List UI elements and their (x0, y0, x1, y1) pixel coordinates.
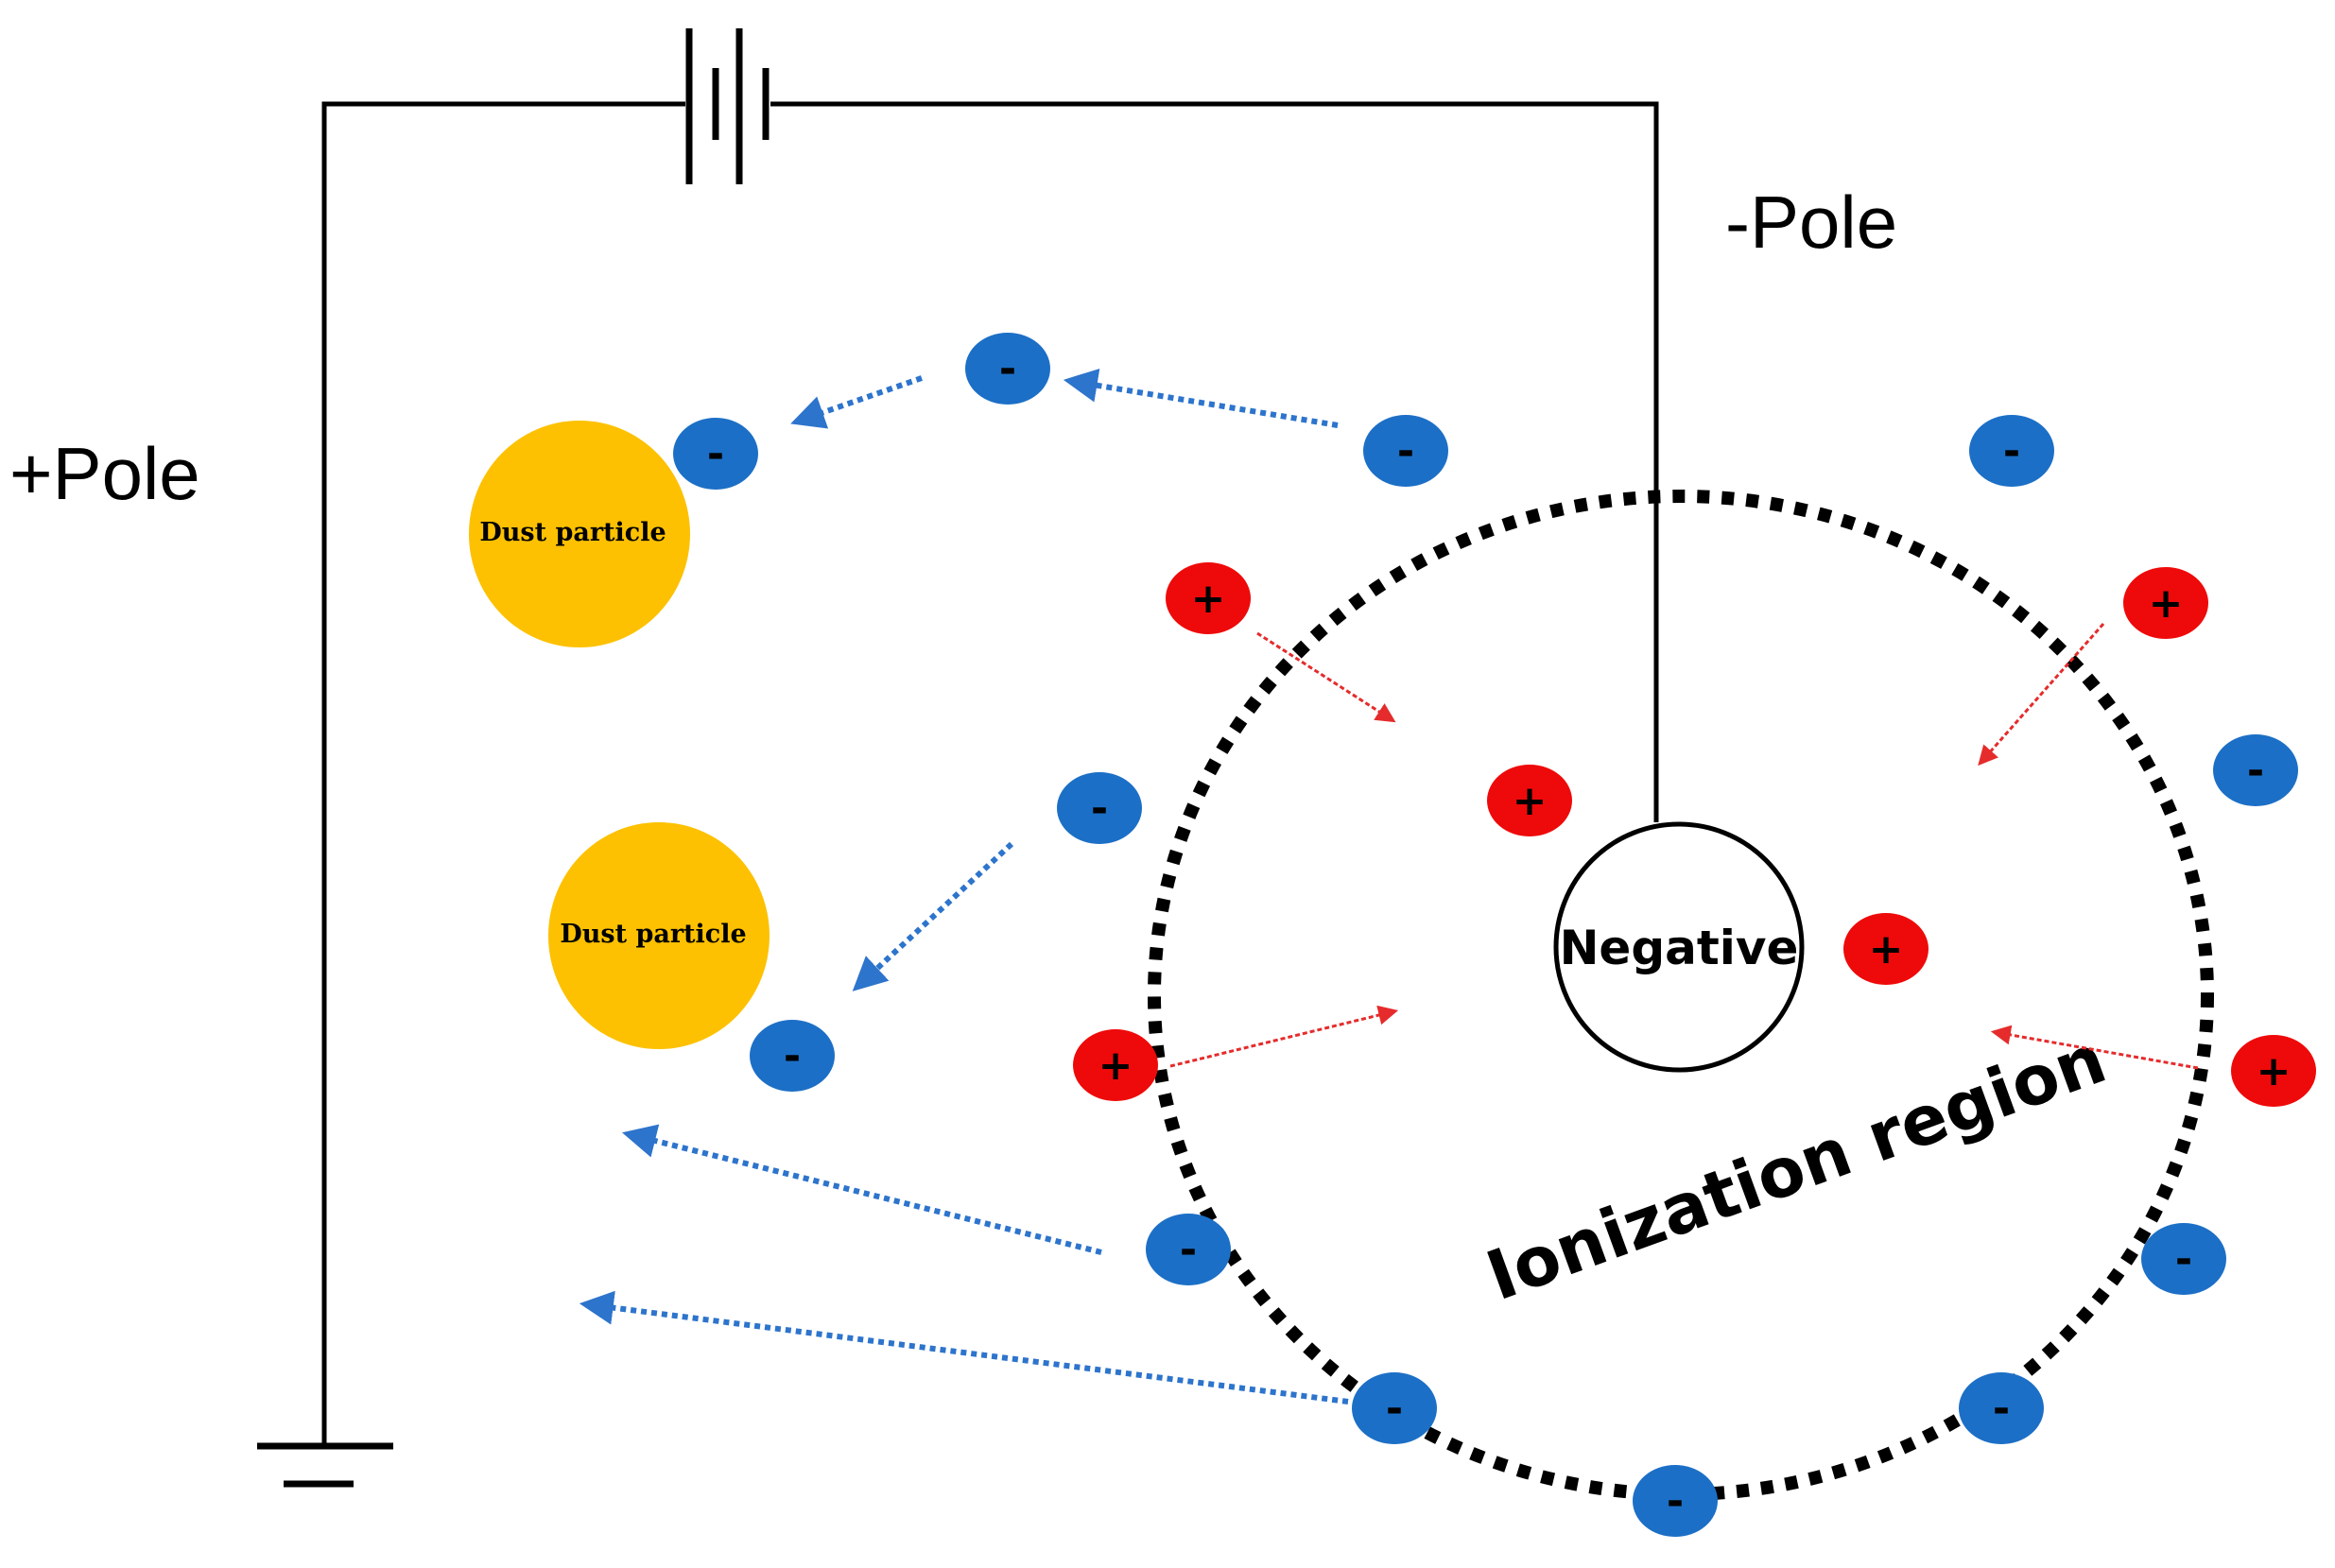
negative-ion: - (1633, 1465, 1718, 1537)
electron-path-arrow (622, 1124, 1102, 1255)
ion-path-arrow (1256, 631, 1396, 723)
svg-text:-: - (1386, 1385, 1403, 1433)
battery-icon (685, 28, 770, 184)
positive-wire (321, 101, 685, 1443)
dust-particle: Dust particle (469, 421, 690, 647)
svg-text:+: + (2257, 1047, 2292, 1095)
circuit (321, 101, 1659, 1443)
negative-ion: - (1146, 1214, 1231, 1285)
ground-icon (257, 1442, 393, 1488)
svg-text:Ionization region: Ionization region (1477, 1019, 2116, 1317)
svg-text:+: + (1098, 1042, 1133, 1090)
ion-paths (1169, 623, 2199, 1070)
positive-ions: + + + + + + (1073, 562, 2316, 1107)
negative-ion: - (673, 418, 758, 490)
positive-ion: + (2231, 1035, 2316, 1107)
svg-text:-: - (1397, 427, 1414, 475)
electron-path-arrow (1063, 368, 1339, 428)
negative-ion: - (2213, 734, 2298, 806)
svg-text:+: + (2149, 579, 2184, 628)
negative-ions: - - - - - - - - - - - - (673, 333, 2298, 1537)
svg-text:-: - (1667, 1477, 1684, 1525)
negative-ion: - (1363, 415, 1448, 487)
positive-ion: + (1166, 562, 1251, 634)
ion-path-arrow (1990, 1025, 2199, 1070)
svg-text:+: + (1191, 575, 1226, 623)
negative-ion: - (750, 1020, 835, 1092)
positive-ion: + (1843, 913, 1929, 985)
negative-ion: - (1959, 1372, 2044, 1444)
positive-ion: + (1073, 1029, 1158, 1101)
svg-text:-: - (1091, 784, 1108, 833)
svg-text:Negative: Negative (1560, 921, 1799, 975)
ion-path-arrow (1978, 623, 2105, 767)
negative-wire (770, 101, 1659, 822)
svg-text:-: - (999, 345, 1016, 393)
svg-text:Dust particle: Dust particle (479, 518, 666, 547)
svg-text:-: - (2003, 427, 2020, 475)
negative-ion: - (965, 333, 1050, 405)
negative-ion: - (1352, 1372, 1437, 1444)
negative-ion: - (1057, 772, 1142, 844)
svg-text:+: + (1869, 925, 1904, 974)
svg-text:-: - (2175, 1235, 2192, 1284)
negative-pole-label: -Pole (1725, 181, 1897, 264)
svg-text:-: - (784, 1032, 801, 1080)
svg-text:-: - (2247, 747, 2264, 795)
electron-paths (579, 368, 1349, 1404)
negative-electrode: Negative (1553, 821, 1805, 1073)
ion-path-arrow (1169, 1005, 1399, 1068)
svg-text:Dust particle: Dust particle (560, 920, 746, 949)
negative-ion: - (2141, 1223, 2226, 1295)
electron-path-arrow (852, 841, 1014, 991)
positive-pole-label: +Pole (9, 432, 200, 515)
svg-text:-: - (1180, 1226, 1197, 1274)
svg-text:+: + (1513, 777, 1548, 825)
electron-path-arrow (790, 375, 923, 429)
ionization-region-label: Ionization region (1477, 1019, 2116, 1317)
positive-ion: + (1487, 765, 1572, 836)
positive-ion: + (2123, 567, 2208, 639)
negative-ion: - (1969, 415, 2054, 487)
dust-particle: Dust particle (548, 822, 770, 1049)
svg-text:-: - (1993, 1385, 2010, 1433)
ionization-region-boundary (1148, 490, 2214, 1501)
electron-path-arrow (579, 1290, 1349, 1404)
svg-text:-: - (707, 430, 724, 478)
